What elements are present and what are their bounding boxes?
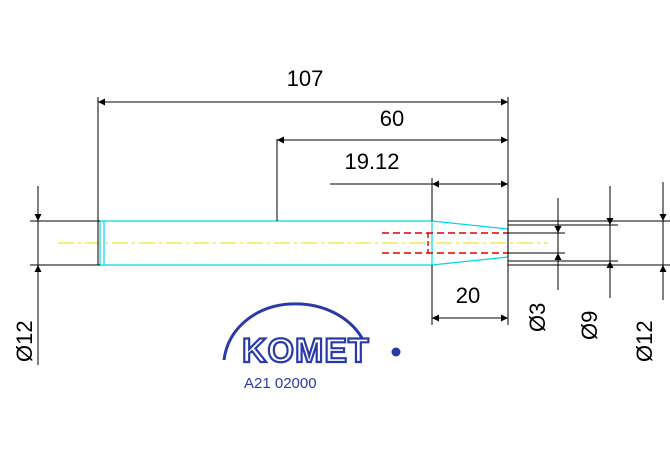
registered-mark bbox=[391, 347, 401, 357]
logo-brand: KOMET bbox=[242, 332, 370, 370]
dim-60: 60 bbox=[277, 106, 508, 144]
komet-logo: KOMET A21 02000 bbox=[222, 302, 401, 392]
extension-lines bbox=[30, 97, 670, 325]
part-body bbox=[99, 220, 509, 266]
logo-arc bbox=[222, 302, 364, 361]
dim-dia-right-label: Ø12 bbox=[632, 320, 657, 362]
dim-19-12: 19.12 bbox=[330, 149, 508, 188]
dim-20: 20 bbox=[432, 283, 508, 322]
dim-20-label: 20 bbox=[456, 283, 480, 308]
dim-dia-9-label: Ø9 bbox=[577, 311, 602, 340]
dim-60-label: 60 bbox=[380, 106, 404, 131]
part-number: A21 02000 bbox=[244, 375, 317, 392]
dim-107-label: 107 bbox=[287, 66, 324, 91]
dim-dia-left-label: Ø12 bbox=[12, 320, 37, 362]
dim-107: 107 bbox=[98, 66, 508, 106]
dim-dia-3-label: Ø3 bbox=[525, 303, 550, 332]
hidden-bore bbox=[382, 232, 508, 254]
dim-19-12-label: 19.12 bbox=[344, 149, 399, 174]
